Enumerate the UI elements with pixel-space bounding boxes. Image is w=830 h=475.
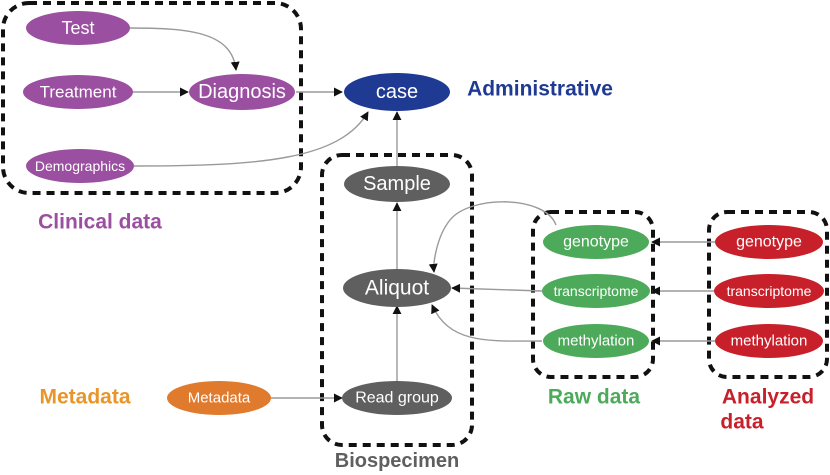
node-raw-methylation: methylation (543, 324, 649, 358)
svg-text:Treatment: Treatment (40, 83, 117, 102)
node-metadata: Metadata (167, 381, 271, 415)
node-sample: Sample (344, 166, 450, 202)
edge-raw-transcriptome-aliquot (451, 283, 543, 293)
analyzed-label-line1: Analyzed (722, 386, 814, 409)
node-test: Test (26, 11, 130, 45)
raw-data-group-box (531, 210, 655, 379)
node-raw-genotype: genotype (543, 225, 649, 259)
node-treatment: Treatment (23, 75, 133, 109)
svg-text:case: case (376, 81, 418, 103)
svg-text:Metadata: Metadata (188, 390, 251, 407)
node-diagnosis: Diagnosis (189, 74, 295, 110)
svg-text:transcriptome: transcriptome (727, 283, 812, 299)
edge-raw-methylation-aliquot (431, 304, 543, 342)
raw-data-label: Raw data (548, 386, 641, 409)
edge-test-diagnosis (127, 27, 240, 71)
svg-text:Sample: Sample (363, 173, 431, 195)
svg-text:transcriptome: transcriptome (554, 283, 639, 299)
biospecimen-group-box (320, 153, 474, 447)
node-case: case (344, 73, 450, 111)
svg-text:genotype: genotype (736, 234, 802, 251)
biospecimen-label: Biospecimen (335, 450, 459, 472)
administrative-label: Administrative (467, 78, 613, 101)
svg-text:genotype: genotype (563, 234, 629, 251)
node-aliquot: Aliquot (343, 269, 451, 307)
node-raw-transcriptome: transcriptome (542, 274, 650, 308)
clinical-data-label: Clinical data (38, 211, 162, 234)
svg-text:methylation: methylation (558, 333, 635, 350)
svg-text:Demographics: Demographics (35, 158, 125, 174)
analyzed-label-line2: data (720, 411, 764, 434)
node-analyzed-transcriptome: transcriptome (714, 274, 824, 308)
clinical-group-box (1, 1, 303, 195)
analyzed-data-group-box (707, 210, 829, 379)
svg-text:methylation: methylation (731, 333, 808, 350)
metadata-label: Metadata (39, 386, 130, 409)
svg-text:Test: Test (61, 18, 94, 38)
node-demographics: Demographics (26, 149, 134, 183)
node-read-group: Read group (342, 381, 452, 415)
svg-text:Diagnosis: Diagnosis (198, 81, 286, 103)
node-analyzed-methylation: methylation (715, 324, 823, 358)
node-analyzed-genotype: genotype (715, 225, 823, 259)
svg-text:Aliquot: Aliquot (365, 277, 429, 300)
svg-text:Read group: Read group (355, 390, 439, 407)
edge-demographics-case (133, 111, 369, 167)
edge-raw-genotype-aliquot (428, 201, 557, 273)
